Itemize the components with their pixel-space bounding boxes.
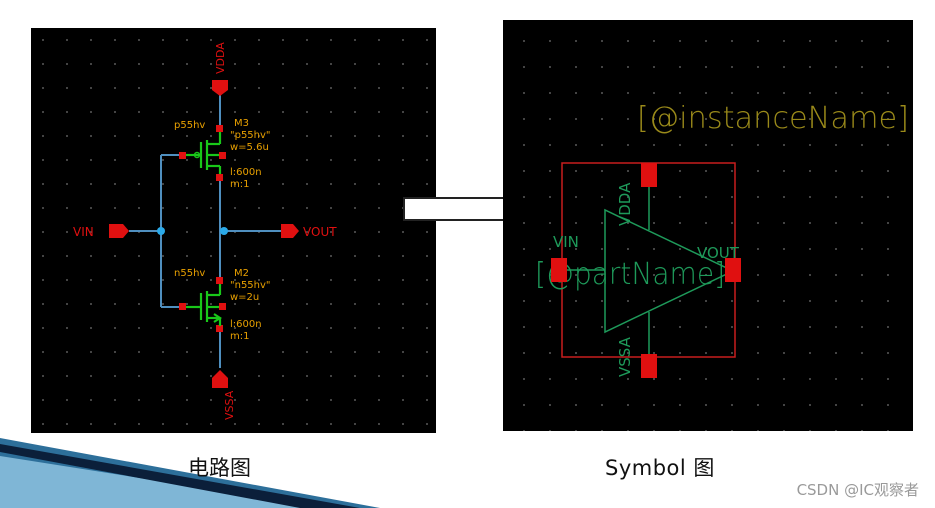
pmos-multiplier-param: m:1 bbox=[230, 179, 249, 190]
symbol-vout-label: VOUT bbox=[697, 244, 740, 262]
nmos-model-param: "n55hv" bbox=[230, 280, 271, 291]
pmos-model-param: "p55hv" bbox=[230, 130, 271, 141]
amplifier-triangle bbox=[604, 208, 735, 334]
symbol-vdda-label: VDDA bbox=[616, 182, 634, 226]
symbol-vout-pin bbox=[725, 258, 741, 282]
symbol-vssa-pin bbox=[641, 354, 657, 378]
instance-name-label: [@instanceName] bbox=[637, 101, 909, 136]
pmos-width-param: w=5.6u bbox=[230, 142, 269, 153]
pmos-length-param: l:600n bbox=[230, 167, 262, 178]
nmos-instance-label: M2 bbox=[234, 268, 249, 279]
symbol-vdda-pin bbox=[641, 163, 657, 187]
symbol-vssa-label: VSSA bbox=[616, 336, 634, 377]
schematic-panel: VDDA VSSA VIN VOUT bbox=[31, 28, 436, 433]
symbol-vin-pin bbox=[551, 258, 567, 282]
circuit-caption: 电路图 bbox=[188, 456, 251, 480]
nmos-multiplier-param: m:1 bbox=[230, 331, 249, 342]
nmos-width-param: w=2u bbox=[230, 292, 259, 303]
vdda-pin bbox=[212, 80, 228, 96]
pmos-instance-label: M3 bbox=[234, 118, 249, 129]
vout-label: VOUT bbox=[303, 225, 337, 239]
pmos-model-label: p55hv bbox=[174, 120, 205, 131]
nmos-length-param: l:600n bbox=[230, 319, 262, 330]
decorative-swoosh bbox=[0, 438, 380, 508]
vout-pin bbox=[281, 224, 299, 238]
vssa-pin bbox=[212, 370, 228, 388]
junction-dot bbox=[157, 227, 165, 235]
vin-label: VIN bbox=[73, 225, 94, 239]
symbol-caption: Symbol 图 bbox=[605, 456, 715, 480]
symbol-vin-label: VIN bbox=[553, 233, 579, 251]
vin-pin bbox=[109, 224, 129, 238]
nmos-transistor bbox=[179, 277, 226, 332]
junction-dot bbox=[220, 227, 228, 235]
symbol-panel: [@instanceName] [@partName] VDDA VSSA VI… bbox=[503, 20, 913, 431]
watermark: CSDN @IC观察者 bbox=[796, 481, 919, 499]
nmos-model-label: n55hv bbox=[174, 268, 205, 279]
vssa-label: VSSA bbox=[223, 390, 236, 420]
schematic-wires bbox=[129, 94, 281, 368]
vdda-label: VDDA bbox=[214, 42, 227, 74]
pmos-transistor bbox=[179, 125, 226, 181]
